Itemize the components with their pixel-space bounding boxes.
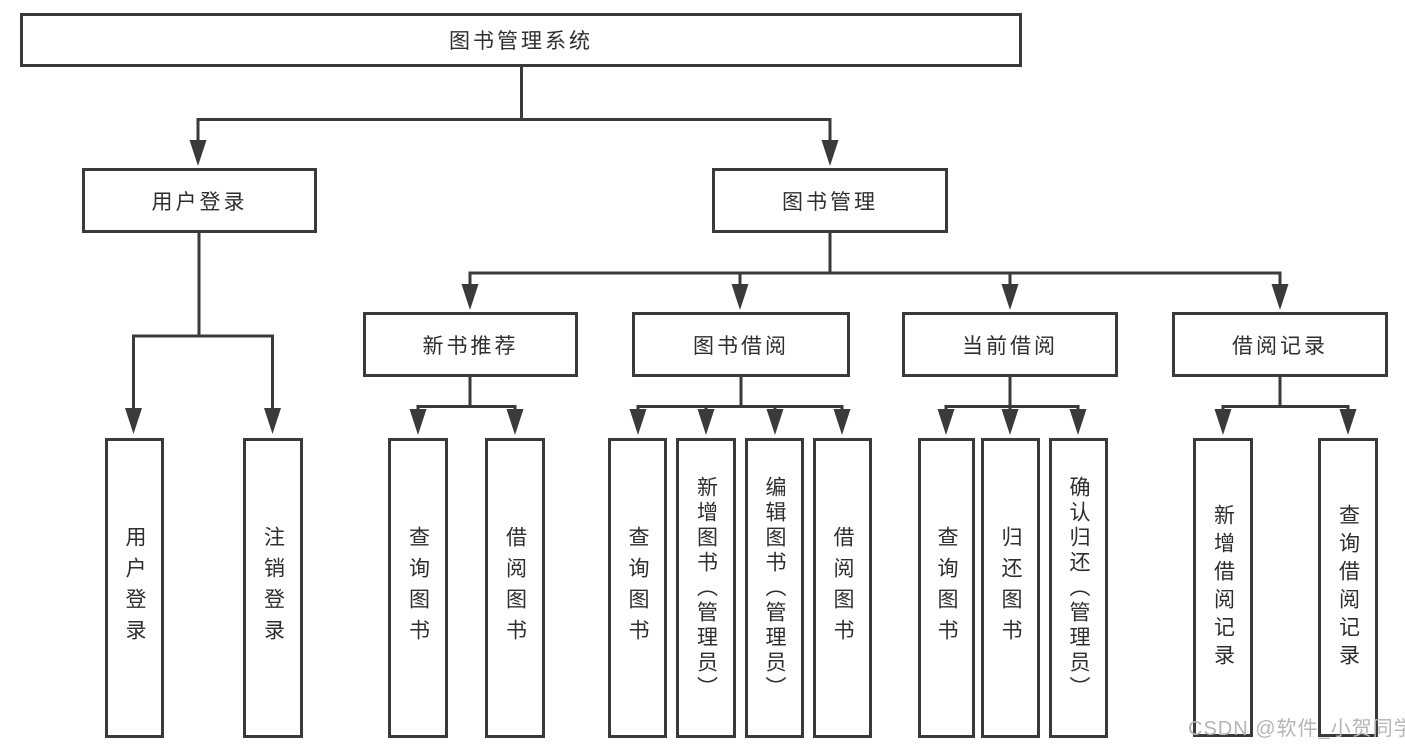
node-leaf-user-login-label: 用户登录: [123, 526, 146, 650]
arrowhead-icons: [125, 140, 1357, 435]
node-leaf-borrow-query-book-label: 查询图书: [626, 526, 649, 650]
watermark: CSDN @软件_小贺同学: [1188, 718, 1405, 740]
node-leaf-add-borrow-record-label: 新增借阅记录: [1211, 503, 1235, 672]
node-leaf-edit-book-admin-label: 编辑图书（管理员）: [763, 475, 786, 701]
node-new-book-recommend-label: 新书推荐: [422, 334, 519, 358]
node-leaf-recommend-borrow-book: 借阅图书: [485, 438, 545, 738]
node-leaf-borrow-book-label: 借阅图书: [831, 526, 854, 650]
node-current-borrow-label: 当前借阅: [962, 334, 1058, 358]
node-book-borrow: 图书借阅: [632, 312, 850, 377]
node-leaf-add-borrow-record: 新增借阅记录: [1193, 438, 1253, 737]
node-book-management-label: 图书管理: [782, 190, 878, 214]
node-book-borrow-label: 图书借阅: [693, 334, 789, 358]
node-leaf-recommend-query-book-label: 查询图书: [406, 526, 430, 650]
node-leaf-confirm-return-admin-label: 确认归还（管理员）: [1067, 475, 1090, 701]
node-leaf-return-book-label: 归还图书: [999, 526, 1022, 650]
node-leaf-edit-book-admin: 编辑图书（管理员）: [745, 438, 804, 738]
node-user-login: 用户登录: [82, 168, 317, 233]
node-current-borrow: 当前借阅: [902, 312, 1118, 377]
node-root-label: 图书管理系统: [449, 30, 593, 53]
node-leaf-current-query-book-label: 查询图书: [935, 526, 958, 650]
node-leaf-return-book: 归还图书: [981, 438, 1040, 738]
node-root: 图书管理系统: [20, 13, 1022, 67]
node-user-login-label: 用户登录: [151, 190, 248, 214]
node-leaf-recommend-query-book: 查询图书: [388, 438, 448, 738]
node-leaf-confirm-return-admin: 确认归还（管理员）: [1049, 438, 1108, 738]
node-leaf-recommend-borrow-book-label: 借阅图书: [503, 526, 527, 650]
node-borrow-record: 借阅记录: [1172, 312, 1388, 377]
node-leaf-query-borrow-record-label: 查询借阅记录: [1336, 503, 1360, 672]
node-leaf-add-book-admin-label: 新增图书（管理员）: [694, 475, 718, 701]
node-leaf-current-query-book: 查询图书: [918, 438, 975, 738]
node-leaf-borrow-query-book: 查询图书: [608, 438, 667, 738]
node-borrow-record-label: 借阅记录: [1232, 334, 1328, 358]
node-leaf-logout-label: 注销登录: [261, 526, 285, 650]
node-leaf-user-login: 用户登录: [105, 438, 164, 738]
node-leaf-logout: 注销登录: [243, 438, 303, 738]
node-leaf-add-book-admin: 新增图书（管理员）: [676, 438, 736, 738]
node-leaf-borrow-book: 借阅图书: [813, 438, 872, 738]
node-new-book-recommend: 新书推荐: [363, 312, 578, 377]
node-book-management: 图书管理: [712, 168, 948, 233]
node-leaf-query-borrow-record: 查询借阅记录: [1318, 438, 1378, 737]
